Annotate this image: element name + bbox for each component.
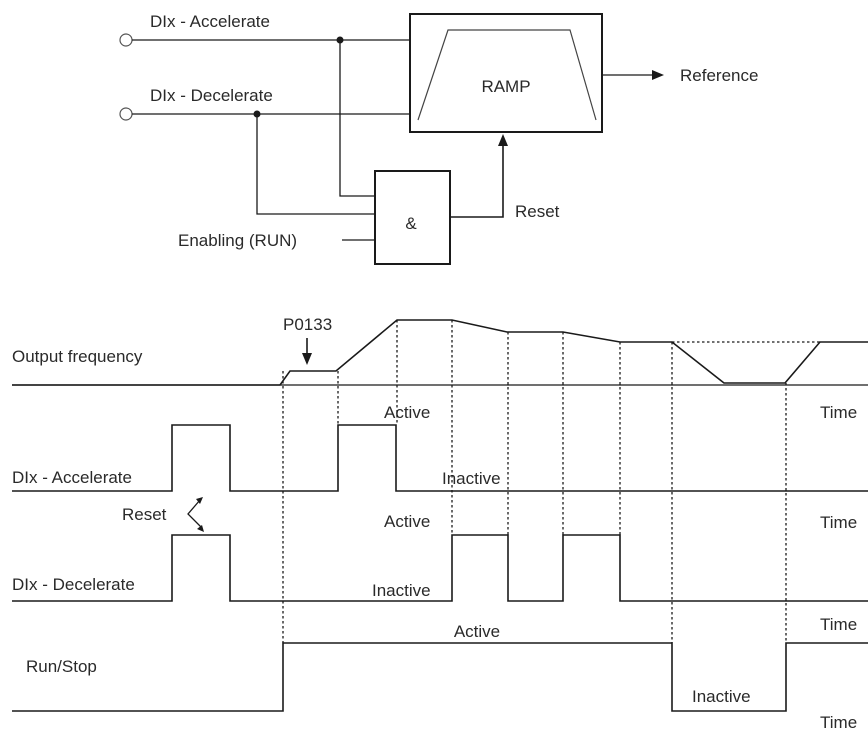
accelerate-trace (12, 424, 868, 492)
ramp-block (409, 13, 603, 133)
decelerate-input-label: DIx - Decelerate (150, 86, 273, 105)
accelerate-time-label: Time (820, 403, 857, 422)
accelerate-trace-label: DIx - Accelerate (12, 468, 132, 487)
run-stop-active-label: Active (454, 622, 500, 641)
decelerate-time-label: Time (820, 513, 857, 532)
accelerate-input-label: DIx - Accelerate (150, 12, 270, 31)
and-gate-label: & (405, 214, 417, 233)
decelerate-trace-label: DIx - Decelerate (12, 575, 135, 594)
reference-label: Reference (680, 66, 758, 85)
reference-arrow-icon (652, 70, 664, 80)
decelerate-input-terminal (119, 107, 133, 121)
reset-arrow-icon (498, 134, 508, 146)
decelerate-to-and-wire (256, 114, 375, 215)
run-stop-label: Run/Stop (26, 657, 97, 676)
and-gate (374, 170, 451, 265)
timing-diagram: Output frequency P0133 DIx - Accelerate … (12, 315, 868, 730)
output-frequency-label: Output frequency (12, 347, 143, 366)
reset-wire (450, 146, 504, 218)
decelerate-trace (12, 534, 868, 602)
decelerate-inactive-label: Inactive (372, 581, 431, 600)
block-diagram: DIx - Accelerate DIx - Decelerate RAMP R… (119, 12, 758, 265)
run-stop-time-label: Time (820, 615, 857, 634)
reset-indicator-top-arrow-icon (196, 497, 203, 504)
reset-indicator-bottom-arrow-icon (197, 525, 204, 532)
ramp-label: RAMP (481, 77, 530, 96)
ramp-shape (417, 29, 597, 121)
accelerate-input-terminal (119, 33, 133, 47)
reset-indicator-line (187, 499, 203, 529)
run-stop-trace (12, 642, 868, 712)
output-frequency-trace (12, 319, 868, 386)
decelerate-active-label: Active (384, 512, 430, 531)
p0133-label: P0133 (283, 315, 332, 334)
accelerate-active-label: Active (384, 403, 430, 422)
accelerate-to-and-wire (339, 40, 375, 197)
enable-input-label: Enabling (RUN) (178, 231, 297, 250)
run-stop-inactive-label: Inactive (692, 687, 751, 706)
reset-label: Reset (515, 202, 560, 221)
accelerate-inactive-label: Inactive (442, 469, 501, 488)
bottom-time-label: Time (820, 713, 857, 730)
timing-reset-label: Reset (122, 505, 167, 524)
p0133-arrow-icon (302, 353, 312, 365)
